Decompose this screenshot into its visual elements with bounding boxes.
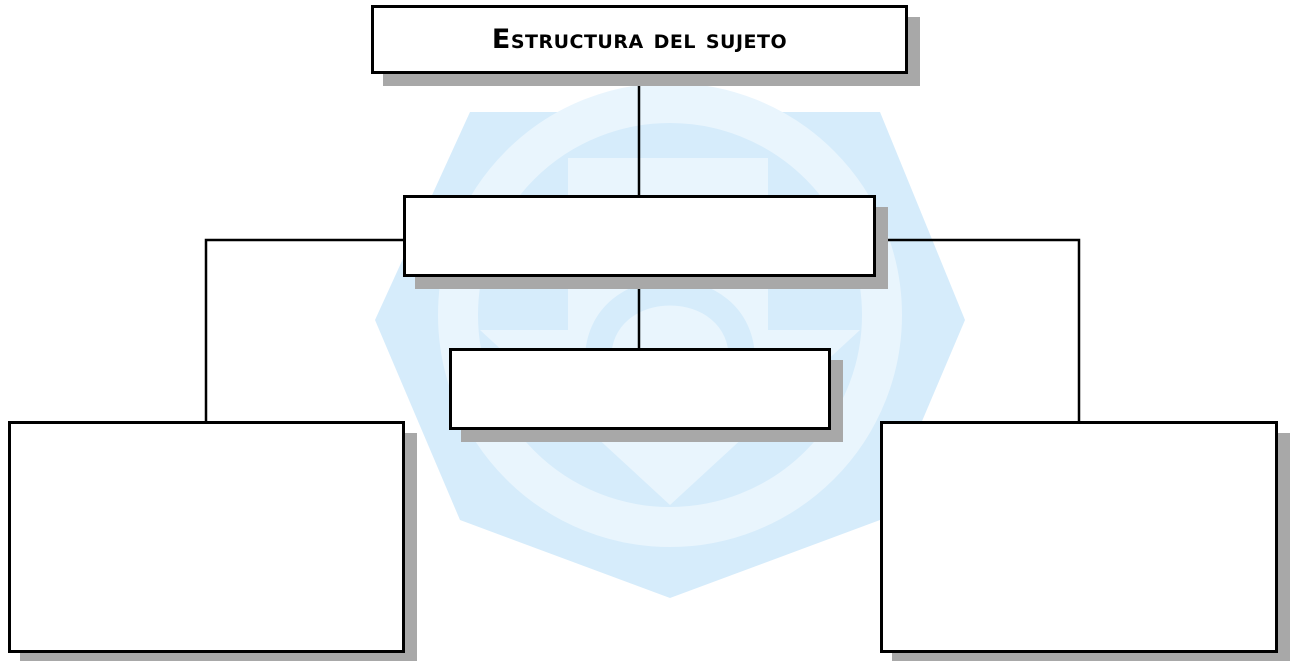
connector-middle-left <box>204 238 403 421</box>
connector-middle-right <box>876 238 1081 421</box>
watermark-inner-arch <box>585 279 755 361</box>
diagram-title: Estructura del sujeto <box>491 24 788 55</box>
title-box: Estructura del sujeto <box>371 5 908 74</box>
watermark-ring <box>438 83 902 547</box>
node-middle <box>403 195 876 277</box>
node-left <box>8 421 405 653</box>
node-right <box>880 421 1278 653</box>
node-inner <box>449 348 831 430</box>
